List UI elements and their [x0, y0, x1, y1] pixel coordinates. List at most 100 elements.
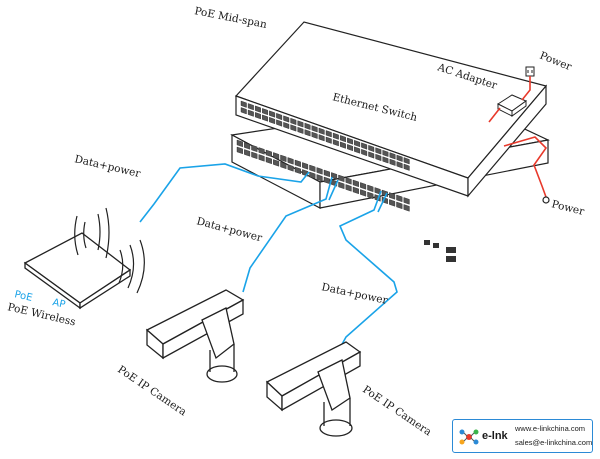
ethernet-port: [251, 151, 258, 160]
ethernet-port: [309, 171, 316, 180]
wireless-ap-device: [23, 232, 132, 310]
ethernet-port: [311, 131, 318, 139]
ethernet-port: [240, 107, 247, 115]
ethernet-port: [396, 161, 403, 169]
ethernet-port: [304, 122, 311, 130]
ethernet-port: [354, 146, 361, 154]
ethernet-port: [382, 156, 389, 164]
ethernet-port: [361, 149, 368, 157]
ethernet-port: [389, 192, 396, 200]
ethernet-port: [389, 152, 396, 160]
ethernet-port: [304, 129, 311, 137]
ethernet-port: [352, 179, 359, 188]
ethernet-port: [396, 154, 403, 162]
ethernet-port: [265, 156, 272, 165]
ethernet-port: [338, 174, 345, 183]
ethernet-port: [316, 174, 323, 182]
label-ap-poe: PoE: [13, 289, 33, 304]
power-plug-icon: [542, 196, 550, 204]
ethernet-port: [403, 197, 410, 205]
ethernet-port: [368, 151, 375, 159]
ethernet-port: [347, 144, 353, 152]
wifi-signal-icon: [74, 207, 145, 294]
ethernet-port: [269, 117, 276, 125]
ethernet-port: [367, 191, 374, 200]
ethernet-port: [345, 177, 352, 185]
ethernet-port: [297, 126, 304, 134]
ethernet-port: [290, 124, 297, 132]
ethernet-port: [247, 109, 254, 117]
switch-uplink-ports: [424, 240, 456, 262]
ethernet-port: [276, 119, 283, 127]
ethernet-port: [323, 169, 330, 178]
ethernet-port: [325, 136, 332, 144]
ethernet-port: [332, 139, 339, 147]
ethernet-port: [240, 100, 247, 108]
ethernet-port: [403, 157, 410, 165]
logo-name: e-lnk: [482, 430, 508, 442]
ethernet-port: [354, 140, 361, 148]
ethernet-port: [258, 147, 265, 155]
ethernet-port: [276, 113, 283, 121]
ethernet-port: [338, 181, 345, 190]
ip-camera-2: [265, 341, 362, 437]
ethernet-port: [382, 149, 389, 157]
ethernet-port: [360, 189, 367, 197]
ethernet-port: [251, 144, 258, 153]
ethernet-port: [236, 139, 243, 148]
ethernet-port: [265, 149, 272, 158]
switch-port-array: [240, 100, 410, 171]
ethernet-port: [262, 108, 268, 116]
ethernet-port: [318, 127, 325, 135]
ethernet-port: [254, 105, 261, 113]
ethernet-port: [247, 103, 254, 111]
ethernet-port: [244, 142, 251, 150]
label-poe-midspan: PoE Mid-span: [193, 5, 268, 31]
ethernet-port: [273, 159, 280, 167]
data-power-cables: [139, 163, 398, 349]
ethernet-port: [283, 115, 290, 123]
ethernet-port: [340, 141, 346, 149]
ethernet-port: [290, 117, 297, 125]
ethernet-port: [294, 166, 301, 175]
ethernet-port: [347, 137, 353, 145]
ethernet-port: [396, 201, 403, 210]
ethernet-port: [258, 154, 265, 162]
ethernet-port: [262, 114, 268, 122]
ethernet-port: [316, 167, 323, 175]
ethernet-port: [287, 164, 294, 172]
ethernet-port: [375, 153, 382, 161]
ethernet-port: [318, 134, 325, 142]
logo-email: sales@e-linkchina.com: [515, 438, 593, 447]
ethernet-port: [280, 161, 287, 170]
ethernet-port: [375, 147, 382, 155]
logo-website: www.e-linkchina.com: [515, 424, 586, 433]
ethernet-port: [273, 152, 280, 160]
wall-plug-icon: [525, 66, 535, 77]
ethernet-port: [331, 172, 338, 180]
ip-camera-1: [145, 289, 245, 383]
ethernet-port: [361, 142, 368, 150]
ac-adapter: [496, 94, 528, 117]
label-poe-wireless: PoE Wireless: [6, 301, 76, 328]
label-power-right: Power: [550, 198, 586, 218]
elink-logo-icon: [459, 429, 479, 445]
power-cables: [488, 76, 548, 198]
ethernet-port: [389, 158, 396, 166]
ethernet-port: [294, 159, 301, 168]
label-ap-ap: AP: [51, 297, 66, 311]
ethernet-port: [389, 199, 396, 207]
ethernet-port: [244, 149, 251, 157]
label-data-power-cam1: Data+power: [195, 215, 264, 244]
ethernet-port: [302, 162, 309, 170]
ethernet-port: [287, 157, 294, 165]
ethernet-port: [332, 132, 339, 140]
label-data-power-ap: Data+power: [73, 153, 142, 180]
label-camera-2: PoE IP Camera: [360, 384, 433, 439]
ethernet-port: [345, 184, 352, 192]
ethernet-port: [340, 135, 346, 143]
ethernet-port: [254, 112, 261, 120]
ethernet-port: [403, 163, 410, 171]
ethernet-port: [360, 182, 367, 190]
